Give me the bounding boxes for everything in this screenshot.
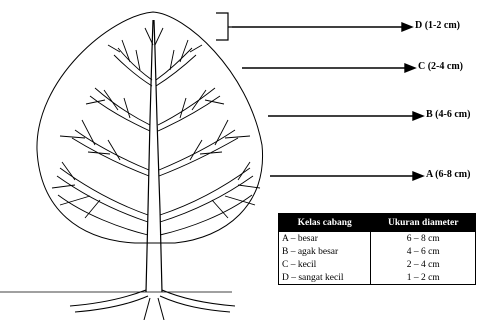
cell-diameter: 4 – 6 cm	[371, 245, 476, 258]
label-class-b: B (4-6 cm)	[426, 109, 470, 120]
cell-diameter: 2 – 4 cm	[371, 258, 476, 271]
label-class-d: D (1-2 cm)	[415, 20, 460, 31]
branches	[52, 28, 260, 235]
header-diameter: Ukuran diameter	[371, 214, 476, 232]
cell-diameter: 1 – 2 cm	[371, 271, 476, 285]
bracket-d	[216, 13, 232, 40]
header-branch-class: Kelas cabang	[279, 214, 371, 232]
table-row: B – agak besar 4 – 6 cm	[279, 245, 476, 258]
arrows	[232, 23, 423, 180]
label-class-c: C (2-4 cm)	[418, 61, 463, 72]
arrow-d-head	[402, 23, 412, 31]
cell-class: B – agak besar	[279, 245, 371, 258]
cell-class: D – sangat kecil	[279, 271, 371, 285]
table-header-row: Kelas cabang Ukuran diameter	[279, 214, 476, 232]
table-row: C – kecil 2 – 4 cm	[279, 258, 476, 271]
arrow-b-head	[413, 112, 423, 120]
cell-class: A – besar	[279, 232, 371, 246]
branch-class-table: Kelas cabang Ukuran diameter A – besar 6…	[278, 213, 476, 285]
arrow-c-head	[405, 64, 415, 72]
trunk	[146, 20, 162, 292]
cell-class: C – kecil	[279, 258, 371, 271]
label-class-a: A (6-8 cm)	[426, 169, 470, 180]
cell-diameter: 6 – 8 cm	[371, 232, 476, 246]
table-row: A – besar 6 – 8 cm	[279, 232, 476, 246]
roots	[70, 290, 235, 320]
table-row: D – sangat kecil 1 – 2 cm	[279, 271, 476, 285]
arrow-a-head	[413, 172, 423, 180]
